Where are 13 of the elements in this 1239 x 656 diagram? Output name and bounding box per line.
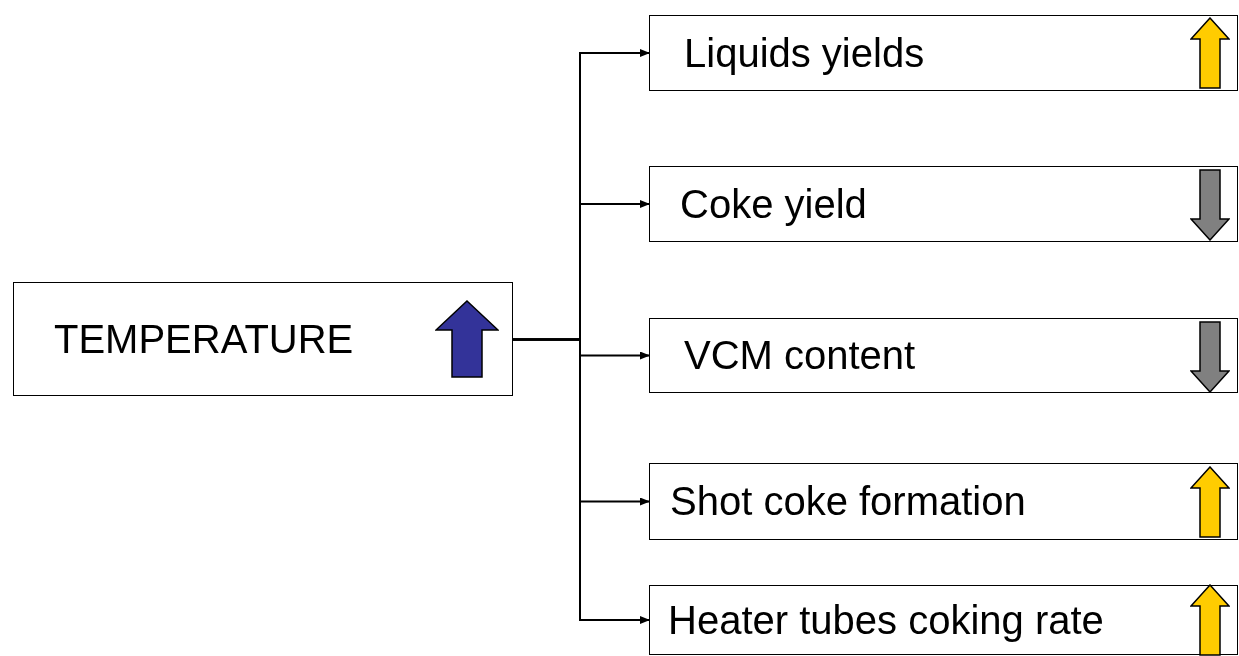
effect-box xyxy=(649,463,1238,540)
box-label: Liquids yields xyxy=(684,30,925,76)
cause-box xyxy=(13,282,513,396)
effect-box xyxy=(649,15,1238,91)
box-label: Heater tubes coking rate xyxy=(668,597,1104,643)
box-label: Shot coke formation xyxy=(670,479,1026,524)
effect-box xyxy=(649,585,1238,655)
arrow xyxy=(512,338,650,624)
effect-box xyxy=(649,318,1238,393)
effect-box xyxy=(649,166,1238,242)
box-label: VCM content xyxy=(684,333,916,378)
box-label: TEMPERATURE xyxy=(54,316,354,362)
box-label: Coke yield xyxy=(680,181,867,227)
